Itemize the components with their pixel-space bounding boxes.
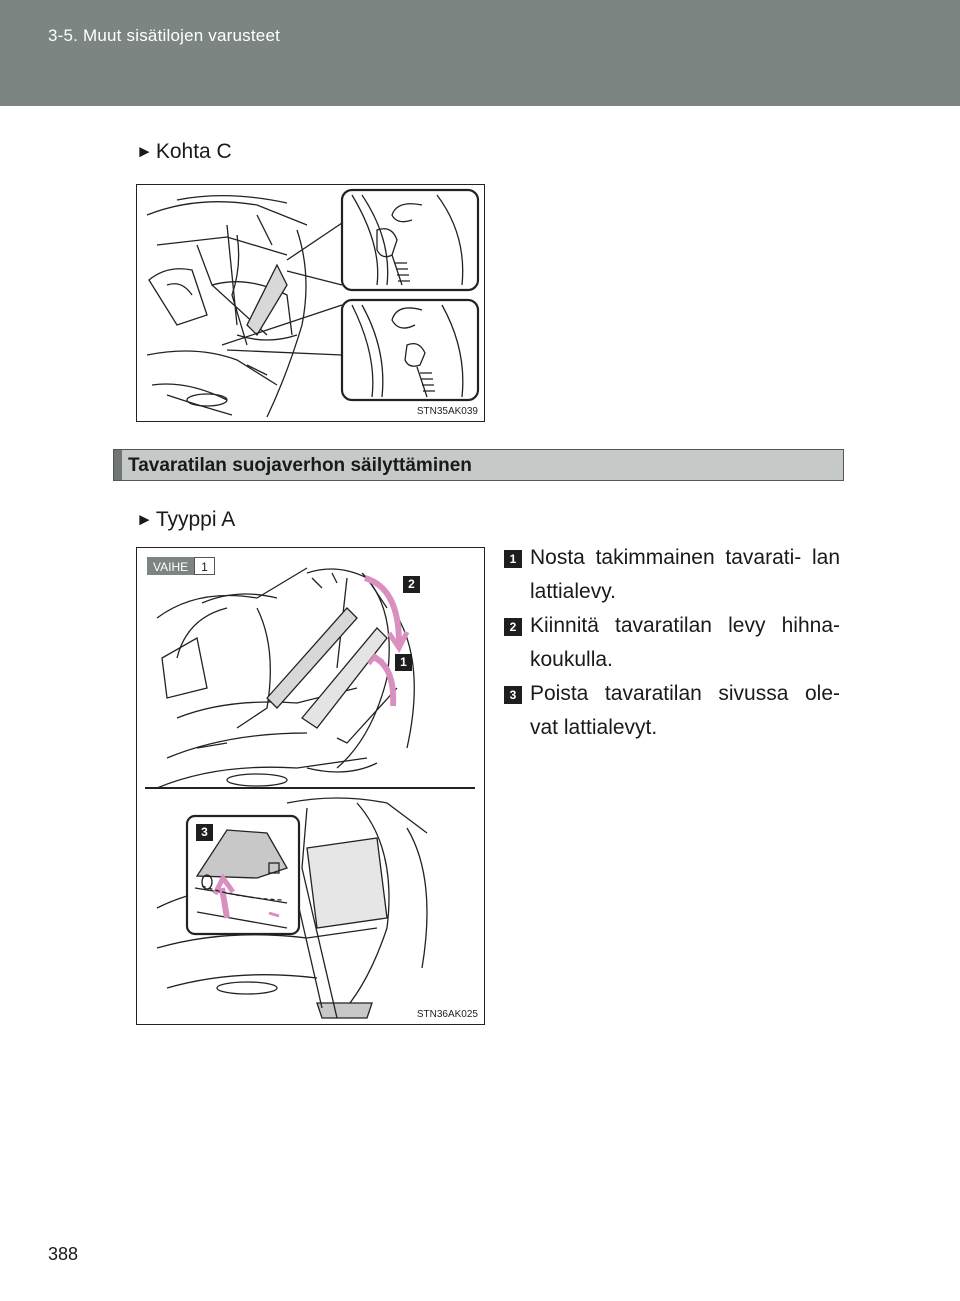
bullet-arrow-icon: ► [136, 142, 153, 161]
figure-tyyppi-a: VAIHE 1 2 1 3 STN36AK025 [136, 547, 485, 1025]
section-bar-accent [114, 450, 122, 480]
section-title: 3-5. Muut sisätilojen varusteet [48, 26, 281, 45]
step-number-badge: 3 [504, 686, 522, 704]
figure-code: STN36AK025 [416, 1009, 478, 1020]
step-item: 2 Kiinnitä tavaratilan levy hihna- kouku… [504, 609, 840, 677]
step-tag-label: VAIHE [147, 557, 195, 575]
step-number-badge: 1 [504, 550, 522, 568]
figure2-title: Tyyppi A [155, 508, 236, 531]
step-item: 3 Poista tavaratilan sivussa ole- vat la… [504, 677, 840, 745]
step-text: Kiinnitä tavaratilan levy hihna- koukull… [530, 614, 840, 671]
page-header: 3-5. Muut sisätilojen varusteet [0, 0, 960, 106]
step-tag-number: 1 [194, 557, 215, 575]
figure-code: STN35AK039 [416, 406, 478, 417]
step-number-badge: 2 [504, 618, 522, 636]
section-heading: Tavaratilan suojaverhon säilyttäminen [128, 455, 472, 476]
step-text: Poista tavaratilan sivussa ole- vat latt… [530, 682, 840, 739]
section-heading-bar: Tavaratilan suojaverhon säilyttäminen [113, 449, 844, 481]
bullet-arrow-icon: ► [136, 510, 153, 529]
callout-3: 3 [196, 824, 213, 841]
callout-1: 1 [395, 654, 412, 671]
figure-kohta-c: STN35AK039 [136, 184, 485, 422]
step-tag: VAIHE 1 [147, 557, 215, 575]
figure1-heading: ►Kohta C [136, 140, 232, 164]
figure2-heading: ►Tyyppi A [136, 508, 235, 532]
cargo-floor-illustration [145, 567, 475, 1019]
callout-2: 2 [403, 576, 420, 593]
cargo-area-illustration [146, 188, 480, 418]
step-item: 1 Nosta takimmainen tavarati- lan lattia… [504, 541, 840, 609]
figure1-title: Kohta C [155, 140, 232, 163]
page-number: 388 [48, 1244, 79, 1264]
step-text: Nosta takimmainen tavarati- lan lattiale… [530, 546, 840, 603]
